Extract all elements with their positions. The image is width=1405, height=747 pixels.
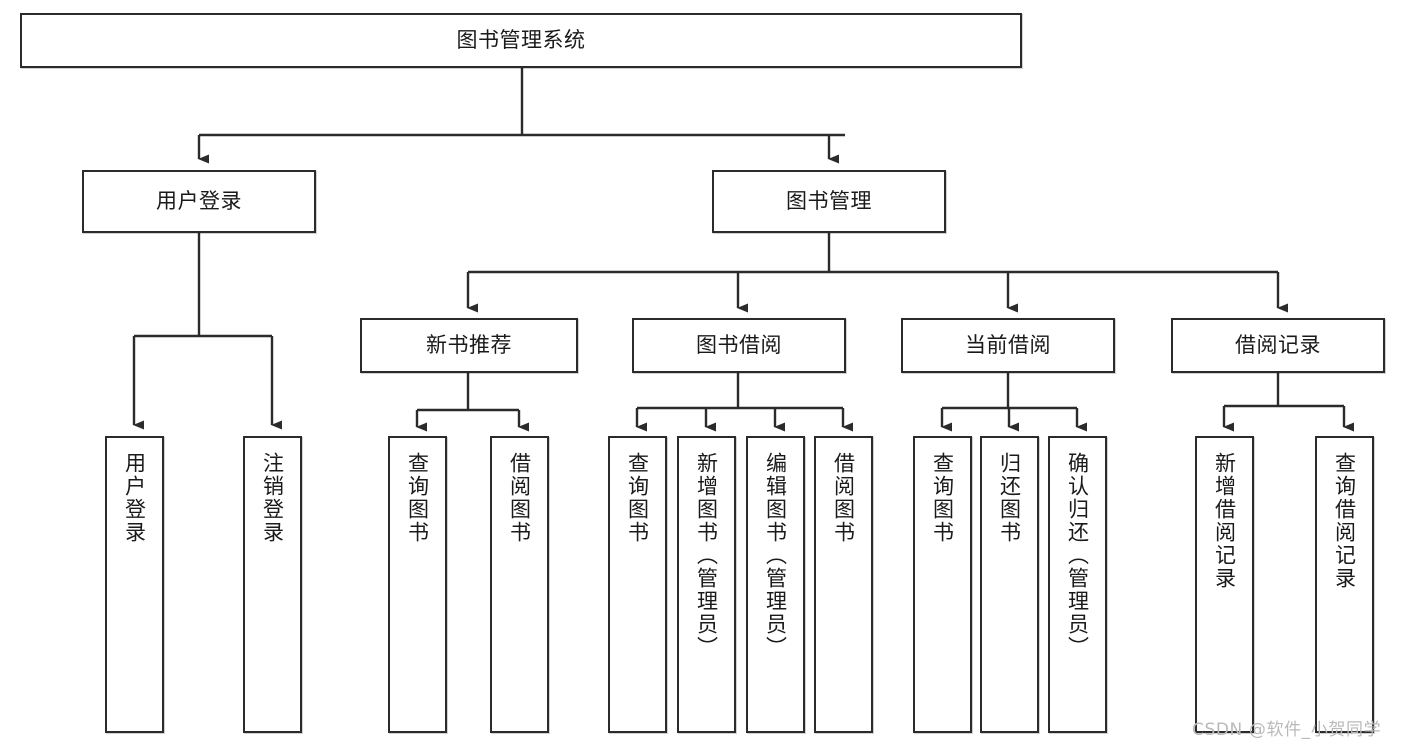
node-leaf-query-record[interactable]: 查询借阅记录 (1315, 436, 1374, 733)
node-user-login[interactable]: 用户登录 (82, 170, 316, 233)
node-leaf-query-book-1-label: 查询图书 (405, 452, 430, 544)
node-leaf-add-record-label: 新增借阅记录 (1212, 452, 1237, 590)
node-leaf-query-book-3[interactable]: 查询图书 (913, 436, 972, 733)
node-user-login-label: 用户登录 (156, 189, 242, 214)
node-root[interactable]: 图书管理系统 (20, 13, 1022, 68)
node-current-borrow-label: 当前借阅 (965, 333, 1051, 358)
node-leaf-add-book-label: 新增图书（管理员） (694, 452, 719, 659)
node-current-borrow[interactable]: 当前借阅 (901, 318, 1115, 373)
node-leaf-edit-book[interactable]: 编辑图书（管理员） (746, 436, 805, 733)
node-leaf-add-book[interactable]: 新增图书（管理员） (677, 436, 736, 733)
node-leaf-logout[interactable]: 注销登录 (243, 436, 302, 733)
node-leaf-user-login-label: 用户登录 (122, 452, 147, 544)
node-leaf-return-book[interactable]: 归还图书 (980, 436, 1039, 733)
node-leaf-confirm-return-label: 确认归还（管理员） (1065, 452, 1090, 659)
node-leaf-borrow-book-2-label: 借阅图书 (831, 452, 856, 544)
node-book-management-label: 图书管理 (786, 189, 872, 214)
node-leaf-edit-book-label: 编辑图书（管理员） (763, 452, 788, 659)
node-leaf-borrow-book-2[interactable]: 借阅图书 (814, 436, 873, 733)
node-leaf-query-record-label: 查询借阅记录 (1332, 452, 1357, 590)
node-book-borrow[interactable]: 图书借阅 (632, 318, 846, 373)
node-new-book-recommend-label: 新书推荐 (426, 333, 512, 358)
node-leaf-logout-label: 注销登录 (260, 452, 285, 544)
node-borrow-record-label: 借阅记录 (1235, 333, 1321, 358)
node-leaf-query-book-2-label: 查询图书 (625, 452, 650, 544)
node-root-label: 图书管理系统 (456, 28, 586, 53)
node-leaf-query-book-2[interactable]: 查询图书 (608, 436, 667, 733)
node-leaf-borrow-book-1[interactable]: 借阅图书 (490, 436, 549, 733)
csdn-watermark: CSDN @软件_小贺同学 (1192, 720, 1382, 740)
node-borrow-record[interactable]: 借阅记录 (1171, 318, 1385, 373)
node-leaf-query-book-1[interactable]: 查询图书 (388, 436, 447, 733)
node-leaf-return-book-label: 归还图书 (997, 452, 1022, 544)
node-leaf-query-book-3-label: 查询图书 (930, 452, 955, 544)
node-new-book-recommend[interactable]: 新书推荐 (360, 318, 578, 373)
node-leaf-user-login[interactable]: 用户登录 (105, 436, 164, 733)
node-leaf-add-record[interactable]: 新增借阅记录 (1195, 436, 1254, 733)
node-book-borrow-label: 图书借阅 (696, 333, 782, 358)
node-leaf-borrow-book-1-label: 借阅图书 (507, 452, 532, 544)
node-book-management[interactable]: 图书管理 (712, 170, 946, 233)
node-leaf-confirm-return[interactable]: 确认归还（管理员） (1048, 436, 1107, 733)
